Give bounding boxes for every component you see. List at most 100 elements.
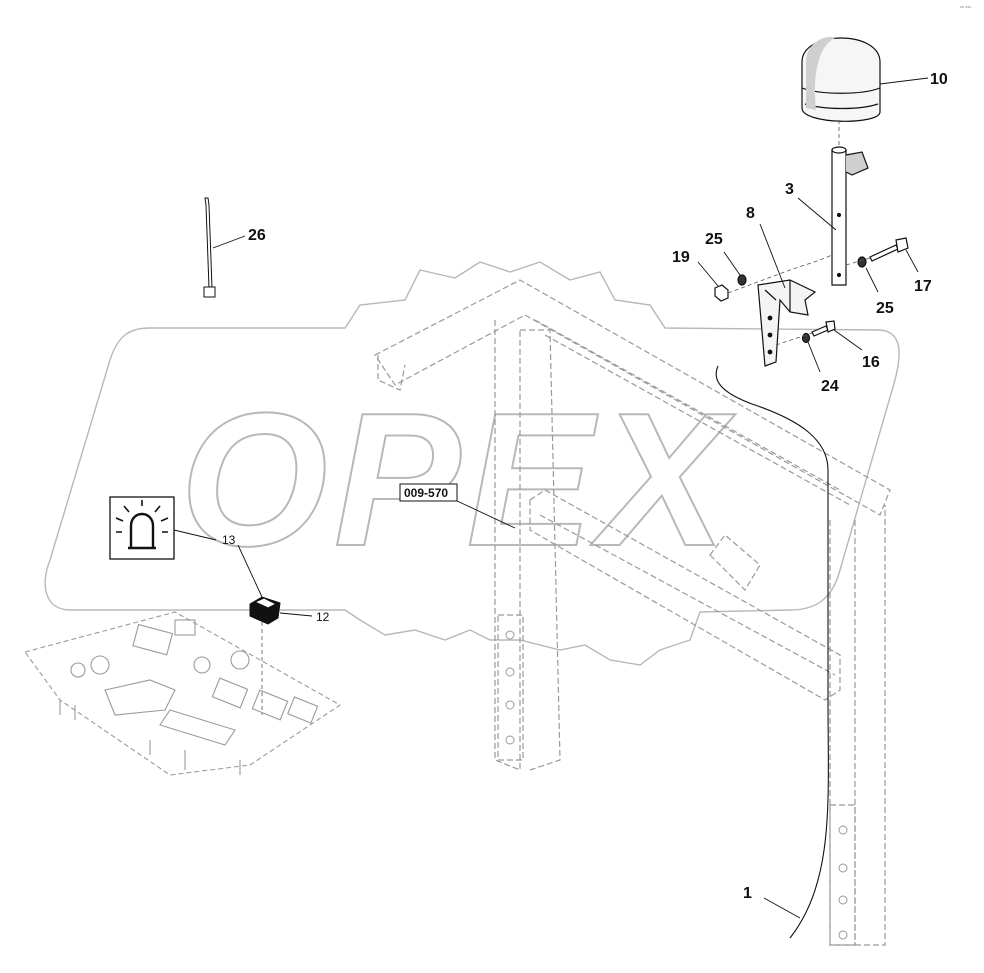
leader-16 bbox=[833, 329, 863, 351]
callout-8: 8 bbox=[746, 205, 755, 222]
beacon-assembly bbox=[714, 36, 909, 367]
frame-left-post-inner bbox=[520, 329, 561, 771]
callout-19: 19 bbox=[672, 249, 690, 266]
decal-ray-icon bbox=[115, 500, 169, 533]
callout-1: 1 bbox=[743, 885, 752, 902]
dashboard-outline bbox=[24, 611, 342, 776]
hole bbox=[838, 825, 848, 835]
callout-17: 17 bbox=[914, 278, 932, 295]
beacon-pole-top bbox=[831, 146, 847, 154]
cab-frame bbox=[374, 279, 891, 946]
callout-12: 12 bbox=[316, 610, 330, 624]
beacon-switch bbox=[249, 596, 281, 625]
dashboard-connectors bbox=[59, 700, 241, 775]
frame-left-post bbox=[494, 320, 521, 771]
leader-3 bbox=[797, 197, 837, 231]
hole bbox=[505, 667, 515, 677]
leader-lines bbox=[173, 77, 929, 919]
leader-25a bbox=[723, 251, 741, 276]
watermark-gear bbox=[44, 261, 900, 666]
bracket-hole bbox=[767, 349, 773, 355]
callout-10: 10 bbox=[930, 71, 948, 88]
frame-top-inner bbox=[534, 319, 851, 506]
hole bbox=[838, 930, 848, 940]
leader-1 bbox=[763, 897, 801, 919]
nut bbox=[714, 284, 729, 302]
bolt-short-head bbox=[825, 320, 836, 333]
frame-handle-right bbox=[709, 534, 761, 591]
hole bbox=[505, 630, 515, 640]
bolt-long-head bbox=[895, 237, 909, 253]
beacon-symbol-decal bbox=[109, 496, 175, 560]
frame-left-plate bbox=[497, 614, 524, 761]
reference-box-frame bbox=[399, 483, 458, 502]
leader-10 bbox=[879, 77, 929, 85]
frame-holes bbox=[505, 630, 848, 940]
bolt-long bbox=[869, 244, 899, 262]
leader-ref bbox=[454, 499, 516, 529]
hole bbox=[505, 735, 515, 745]
dashboard-switch-5 bbox=[287, 696, 319, 724]
bracket-hole bbox=[767, 315, 773, 321]
dashboard-knob bbox=[90, 655, 110, 675]
beacon-pole-clamp bbox=[845, 151, 869, 176]
callout-25-upper: 25 bbox=[705, 231, 723, 248]
pole-hole bbox=[836, 272, 842, 278]
dashboard-switch-3 bbox=[211, 677, 249, 709]
dashboard-switch-2 bbox=[132, 623, 174, 656]
leader-8 bbox=[759, 223, 786, 289]
mount-bracket bbox=[757, 279, 817, 367]
reference-box[interactable]: 009-570 bbox=[399, 483, 458, 502]
leader-25b bbox=[865, 267, 879, 293]
assembly-line bbox=[775, 332, 813, 346]
cable-tie bbox=[203, 197, 216, 298]
beacon-pole bbox=[831, 149, 847, 286]
callouts: 10 3 8 26 25 19 17 25 16 24 13 12 1 bbox=[222, 71, 948, 902]
callout-3: 3 bbox=[785, 181, 794, 198]
dashboard-vent bbox=[159, 709, 236, 746]
reference-label[interactable]: 009-570 bbox=[404, 486, 448, 500]
hole bbox=[505, 700, 515, 710]
dashboard-panel bbox=[24, 611, 342, 776]
cable-tie-head bbox=[203, 286, 216, 298]
frame-right-plate bbox=[829, 804, 856, 946]
leader-17 bbox=[905, 249, 919, 273]
pole-hole bbox=[836, 212, 842, 218]
dashboard-switch-4 bbox=[251, 689, 289, 721]
leader-13-decal bbox=[173, 529, 217, 541]
callout-13: 13 bbox=[222, 533, 236, 547]
leader-19 bbox=[697, 261, 719, 287]
washer bbox=[737, 274, 747, 286]
beacon-dome-shade bbox=[806, 36, 835, 111]
watermark: OPEX bbox=[44, 261, 900, 666]
mount-bracket-edge bbox=[764, 280, 791, 312]
callout-26: 26 bbox=[248, 227, 266, 244]
decal-frame bbox=[109, 496, 175, 560]
leader-12 bbox=[279, 612, 313, 617]
decal-beacon-icon bbox=[128, 512, 156, 550]
frame-handle-left bbox=[377, 355, 406, 391]
watermark-text: OPEX bbox=[180, 374, 736, 586]
dashboard-switch-1 bbox=[174, 619, 196, 636]
hole bbox=[838, 863, 848, 873]
corner-mark: °° °°° bbox=[960, 6, 971, 12]
assembly-lines bbox=[261, 120, 871, 715]
dashboard-knob bbox=[193, 656, 211, 674]
dashboard-knob bbox=[230, 650, 250, 670]
washer bbox=[857, 256, 867, 268]
hole bbox=[838, 895, 848, 905]
callout-25-lower: 25 bbox=[876, 300, 894, 317]
bolt-short bbox=[811, 325, 829, 337]
frame-crossbar-line bbox=[539, 514, 836, 676]
callout-16: 16 bbox=[862, 354, 880, 371]
leader-26 bbox=[212, 235, 246, 249]
frame-crossbar bbox=[529, 489, 841, 701]
frame-top-bar bbox=[374, 279, 891, 516]
dashboard-handle bbox=[104, 679, 176, 716]
bracket-hole bbox=[767, 332, 773, 338]
switch-face bbox=[253, 597, 278, 609]
callout-24: 24 bbox=[821, 378, 839, 395]
dashboard-knob bbox=[70, 662, 86, 678]
